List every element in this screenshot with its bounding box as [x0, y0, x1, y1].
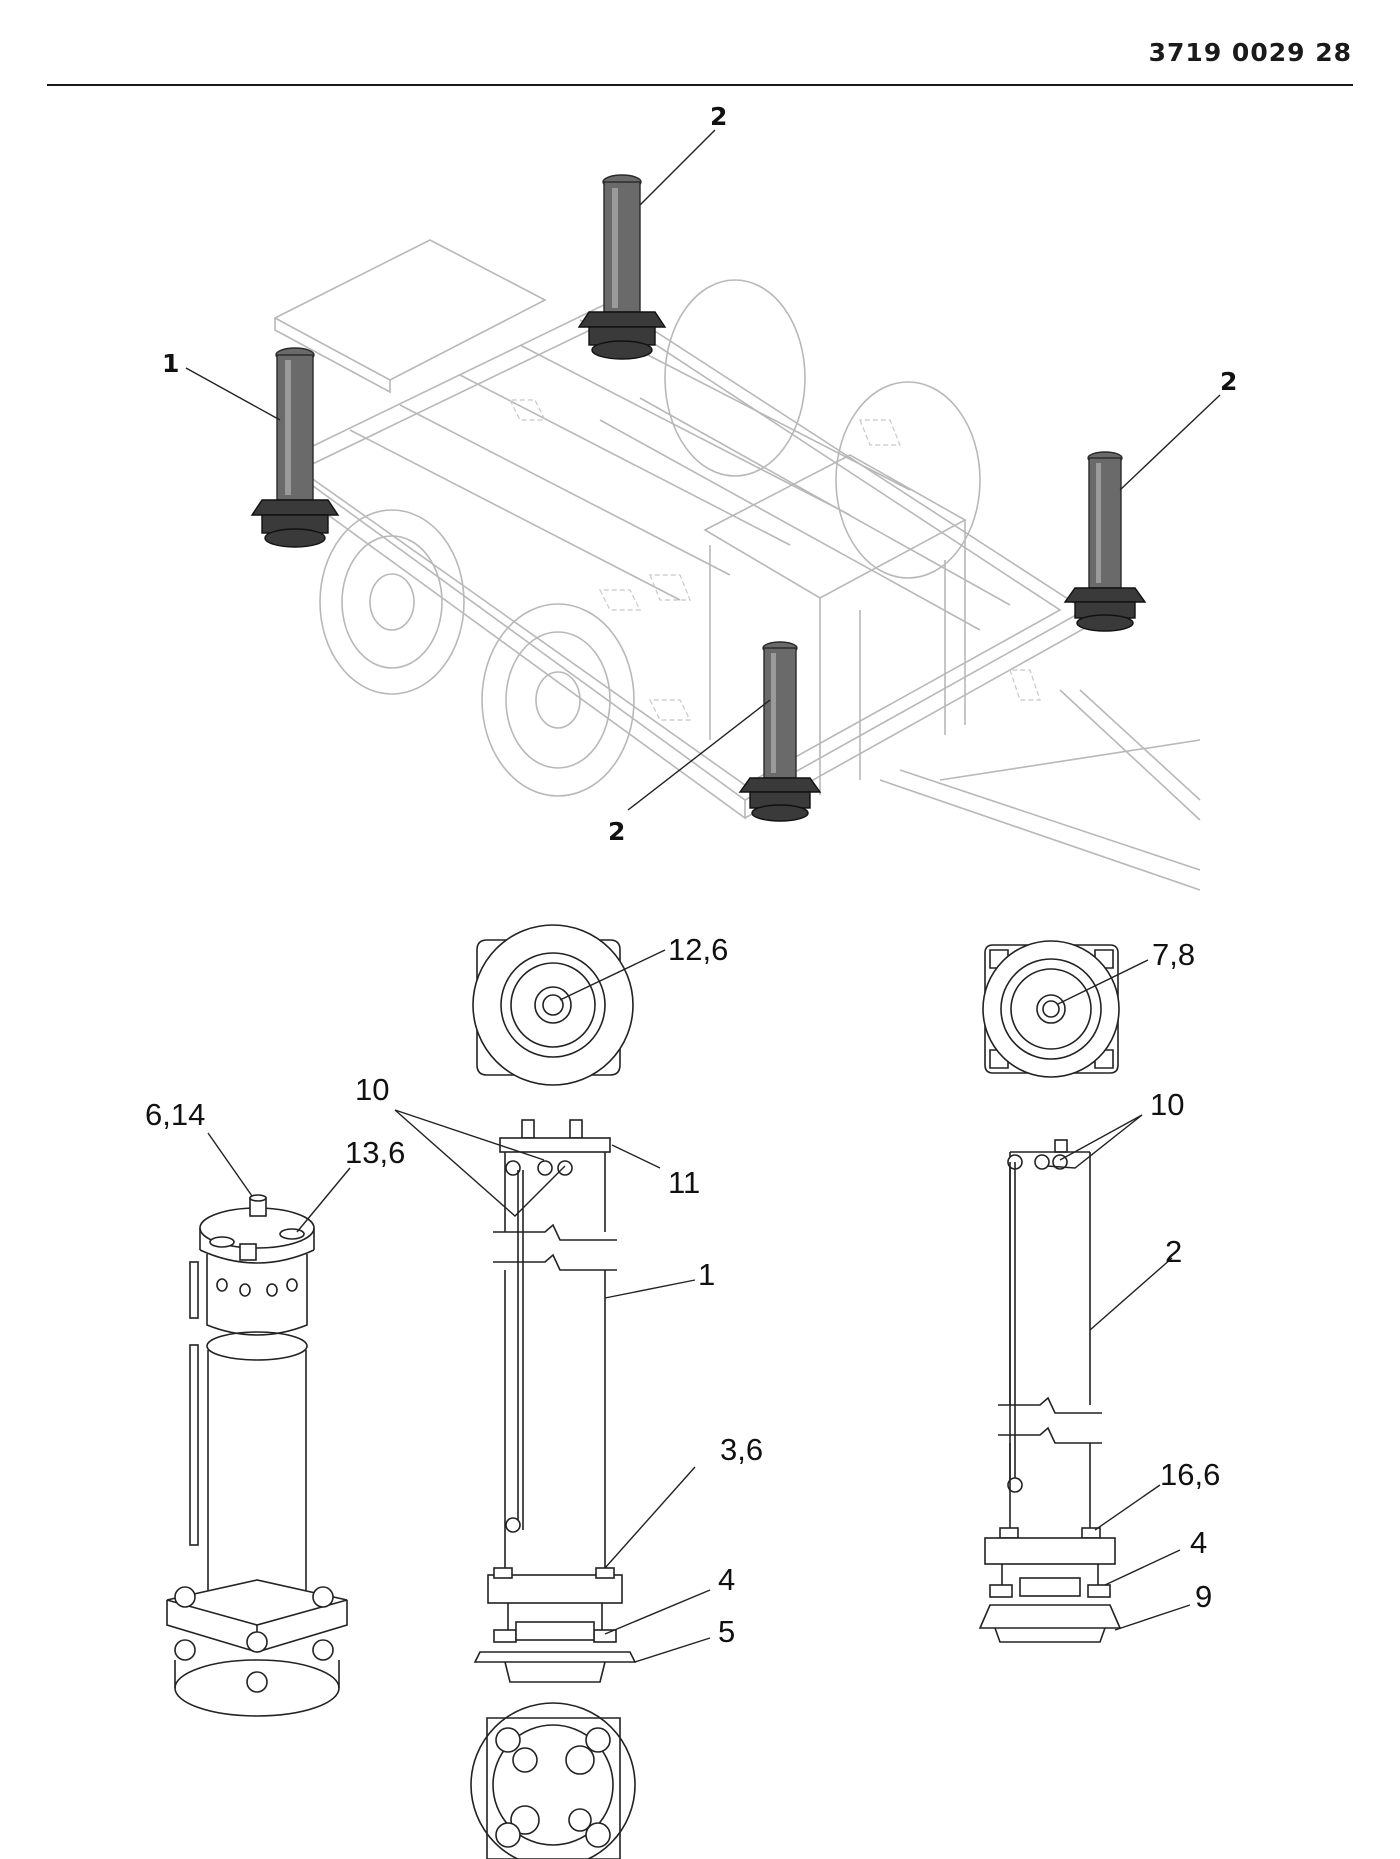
- jack2-callout-2: 2: [1165, 1234, 1182, 1269]
- jack-2-overview-bottom: [738, 641, 822, 822]
- detail-callout-6-14: 6,14: [145, 1097, 205, 1132]
- jack-1-top-view: [472, 924, 634, 1086]
- document-number: 3719 0029 28: [1148, 38, 1352, 67]
- overview-callout-2-top: 2: [710, 102, 727, 131]
- trailer-frame: [273, 239, 1201, 891]
- jack-2-overview-top: [577, 174, 667, 360]
- jack1-callout-3-6: 3,6: [720, 1432, 763, 1467]
- jack1-callout-5: 5: [718, 1614, 735, 1649]
- jack-isometric-detail: [166, 1194, 348, 1717]
- jack2-callout-7-8: 7,8: [1152, 937, 1195, 972]
- jack-2-side-view: [978, 1139, 1122, 1643]
- jack-2-top-view: [982, 940, 1120, 1078]
- jack2-callout-16-6: 16,6: [1160, 1457, 1220, 1492]
- jack1-callout-11: 11: [668, 1165, 700, 1200]
- detail-callout-13-6: 13,6: [345, 1135, 405, 1170]
- jack-1-side-view: [473, 1119, 637, 1683]
- jack-2-overview-right: [1063, 451, 1147, 632]
- jack2-callout-10: 10: [1150, 1087, 1184, 1122]
- overview-callout-2-right: 2: [1220, 367, 1237, 396]
- jack1-callout-4: 4: [718, 1562, 735, 1597]
- overview-callout-2-bottom: 2: [608, 817, 625, 846]
- overview-callout-1: 1: [162, 349, 179, 378]
- wheel-rear-left: [319, 509, 465, 695]
- jack2-callout-9: 9: [1195, 1579, 1212, 1614]
- wheel-rear-right: [664, 279, 806, 477]
- jack1-callout-12-6: 12,6: [668, 932, 728, 967]
- jack-1-overview: [250, 347, 340, 548]
- jack1-callout-10: 10: [355, 1072, 389, 1107]
- header-rule: [47, 84, 1353, 86]
- wheel-front-left: [481, 603, 635, 797]
- wheel-front-right: [835, 381, 981, 579]
- jack-1-bottom-view: [470, 1702, 636, 1859]
- jack1-callout-1: 1: [698, 1257, 715, 1292]
- jack2-callout-4: 4: [1190, 1525, 1207, 1560]
